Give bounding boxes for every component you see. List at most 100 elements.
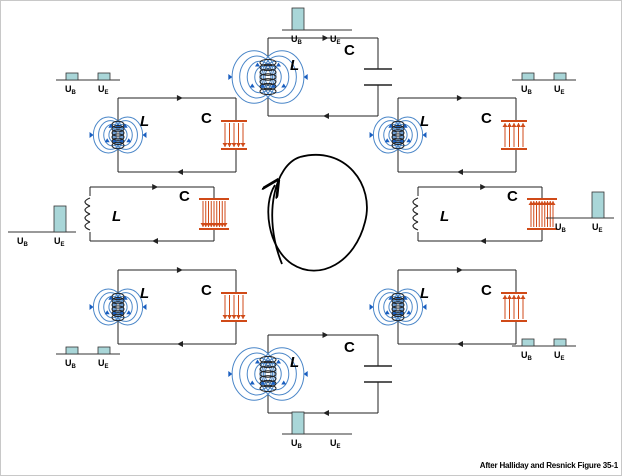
magnetic-energy-subscript: B (72, 90, 77, 96)
magnetic-energy-label: UB (291, 34, 303, 46)
magnetic-energy-label: UB (65, 84, 77, 96)
magnetic-energy-label: UB (65, 358, 77, 370)
capacitor-label: C (344, 339, 355, 356)
circuit-bottom: LC (228, 332, 392, 416)
field-arrow (126, 310, 132, 315)
inductor-label: L (420, 113, 429, 130)
electric-energy-subscript: E (599, 228, 603, 234)
inductor-label: L (140, 113, 149, 130)
field-arrow (222, 143, 228, 147)
coil-turn (84, 213, 91, 223)
coil-turn (391, 297, 405, 305)
inductor-label: L (140, 285, 149, 302)
field-arrow (89, 304, 94, 310)
electric-energy-subscript: E (61, 242, 65, 248)
magnetic-energy-subscript: B (72, 364, 77, 370)
field-arrow (281, 380, 287, 385)
field-arrow (142, 132, 147, 138)
current-arrow (176, 267, 183, 273)
electric-energy-subscript: E (561, 356, 565, 362)
field-arrow (502, 295, 508, 299)
field-arrow (126, 138, 132, 143)
electric-energy-subscript: E (105, 364, 109, 370)
coil-turn (259, 375, 277, 383)
electric-energy-label: UE (330, 34, 341, 46)
current-arrow (323, 410, 329, 416)
current-arrow (457, 169, 463, 175)
electric-energy-label: UE (592, 222, 603, 234)
field-arrow (281, 83, 287, 88)
coil-turn (391, 305, 405, 313)
field-arrow (255, 359, 260, 364)
capacitor-gap (366, 366, 390, 382)
coil-turn (259, 73, 277, 81)
coil-turn (412, 205, 419, 215)
field-arrow (104, 310, 110, 315)
magnetic-energy-bar (65, 346, 79, 355)
magnetic-field-line (239, 55, 275, 99)
electric-energy-label: UE (554, 350, 565, 362)
field-arrow (236, 143, 241, 147)
current-arrow (152, 238, 158, 244)
circuit-top: LC (228, 35, 392, 119)
field-arrow (228, 74, 233, 80)
coil-turn (391, 313, 405, 322)
capacitor-label: C (179, 188, 190, 205)
field-arrow (511, 295, 517, 299)
figure-credit: After Halliday and Resnick Figure 35-1 (479, 461, 618, 470)
coil-turn (84, 221, 91, 231)
field-arrow (222, 223, 228, 227)
field-arrow (303, 371, 308, 377)
coil-turn (259, 63, 277, 72)
inductor-label: L (290, 354, 299, 371)
electric-energy-bar (553, 72, 567, 81)
coil-turn (111, 133, 125, 141)
electric-energy-subscript: E (337, 40, 341, 46)
magnetic-field-line (261, 352, 297, 396)
magnetic-energy-bar (291, 7, 305, 31)
inductor-label: L (440, 208, 449, 225)
coil-turn (111, 313, 125, 322)
coil-turn (259, 370, 277, 378)
field-arrow (240, 315, 246, 319)
magnetic-energy-subscript: B (528, 356, 533, 362)
electric-energy-bar (97, 346, 111, 355)
field-arrow (260, 83, 266, 88)
magnetic-energy-bar (65, 72, 79, 81)
coil-turn (391, 133, 405, 141)
field-arrow (402, 123, 408, 128)
coil-turn (111, 297, 125, 305)
field-arrow (520, 123, 526, 127)
coil-turn (391, 292, 405, 301)
field-arrow (228, 371, 233, 377)
field-arrow (222, 315, 228, 319)
electric-energy-subscript: E (105, 90, 109, 96)
current-arrow (480, 238, 486, 244)
energy-bars-lower-right: UB UE (512, 338, 576, 362)
magnetic-energy-label: UB (521, 350, 533, 362)
current-arrow (456, 95, 463, 101)
field-arrow (240, 143, 246, 147)
field-arrow (511, 123, 517, 127)
coil-turn (391, 141, 405, 150)
electric-energy-bar (97, 72, 111, 81)
capacitor-label: C (481, 282, 492, 299)
field-arrow (276, 359, 281, 364)
capacitor-label: C (344, 42, 355, 59)
field-arrow (104, 138, 110, 143)
field-arrow (227, 143, 232, 147)
electric-energy-label: UE (98, 84, 109, 96)
electric-energy-label: UE (330, 438, 341, 450)
coil-turn (412, 213, 419, 223)
field-arrow (227, 315, 232, 319)
current-arrow (177, 341, 183, 347)
capacitor-label: C (507, 188, 518, 205)
coil-turn (259, 384, 277, 393)
field-arrow (520, 295, 526, 299)
field-arrow (402, 295, 408, 300)
